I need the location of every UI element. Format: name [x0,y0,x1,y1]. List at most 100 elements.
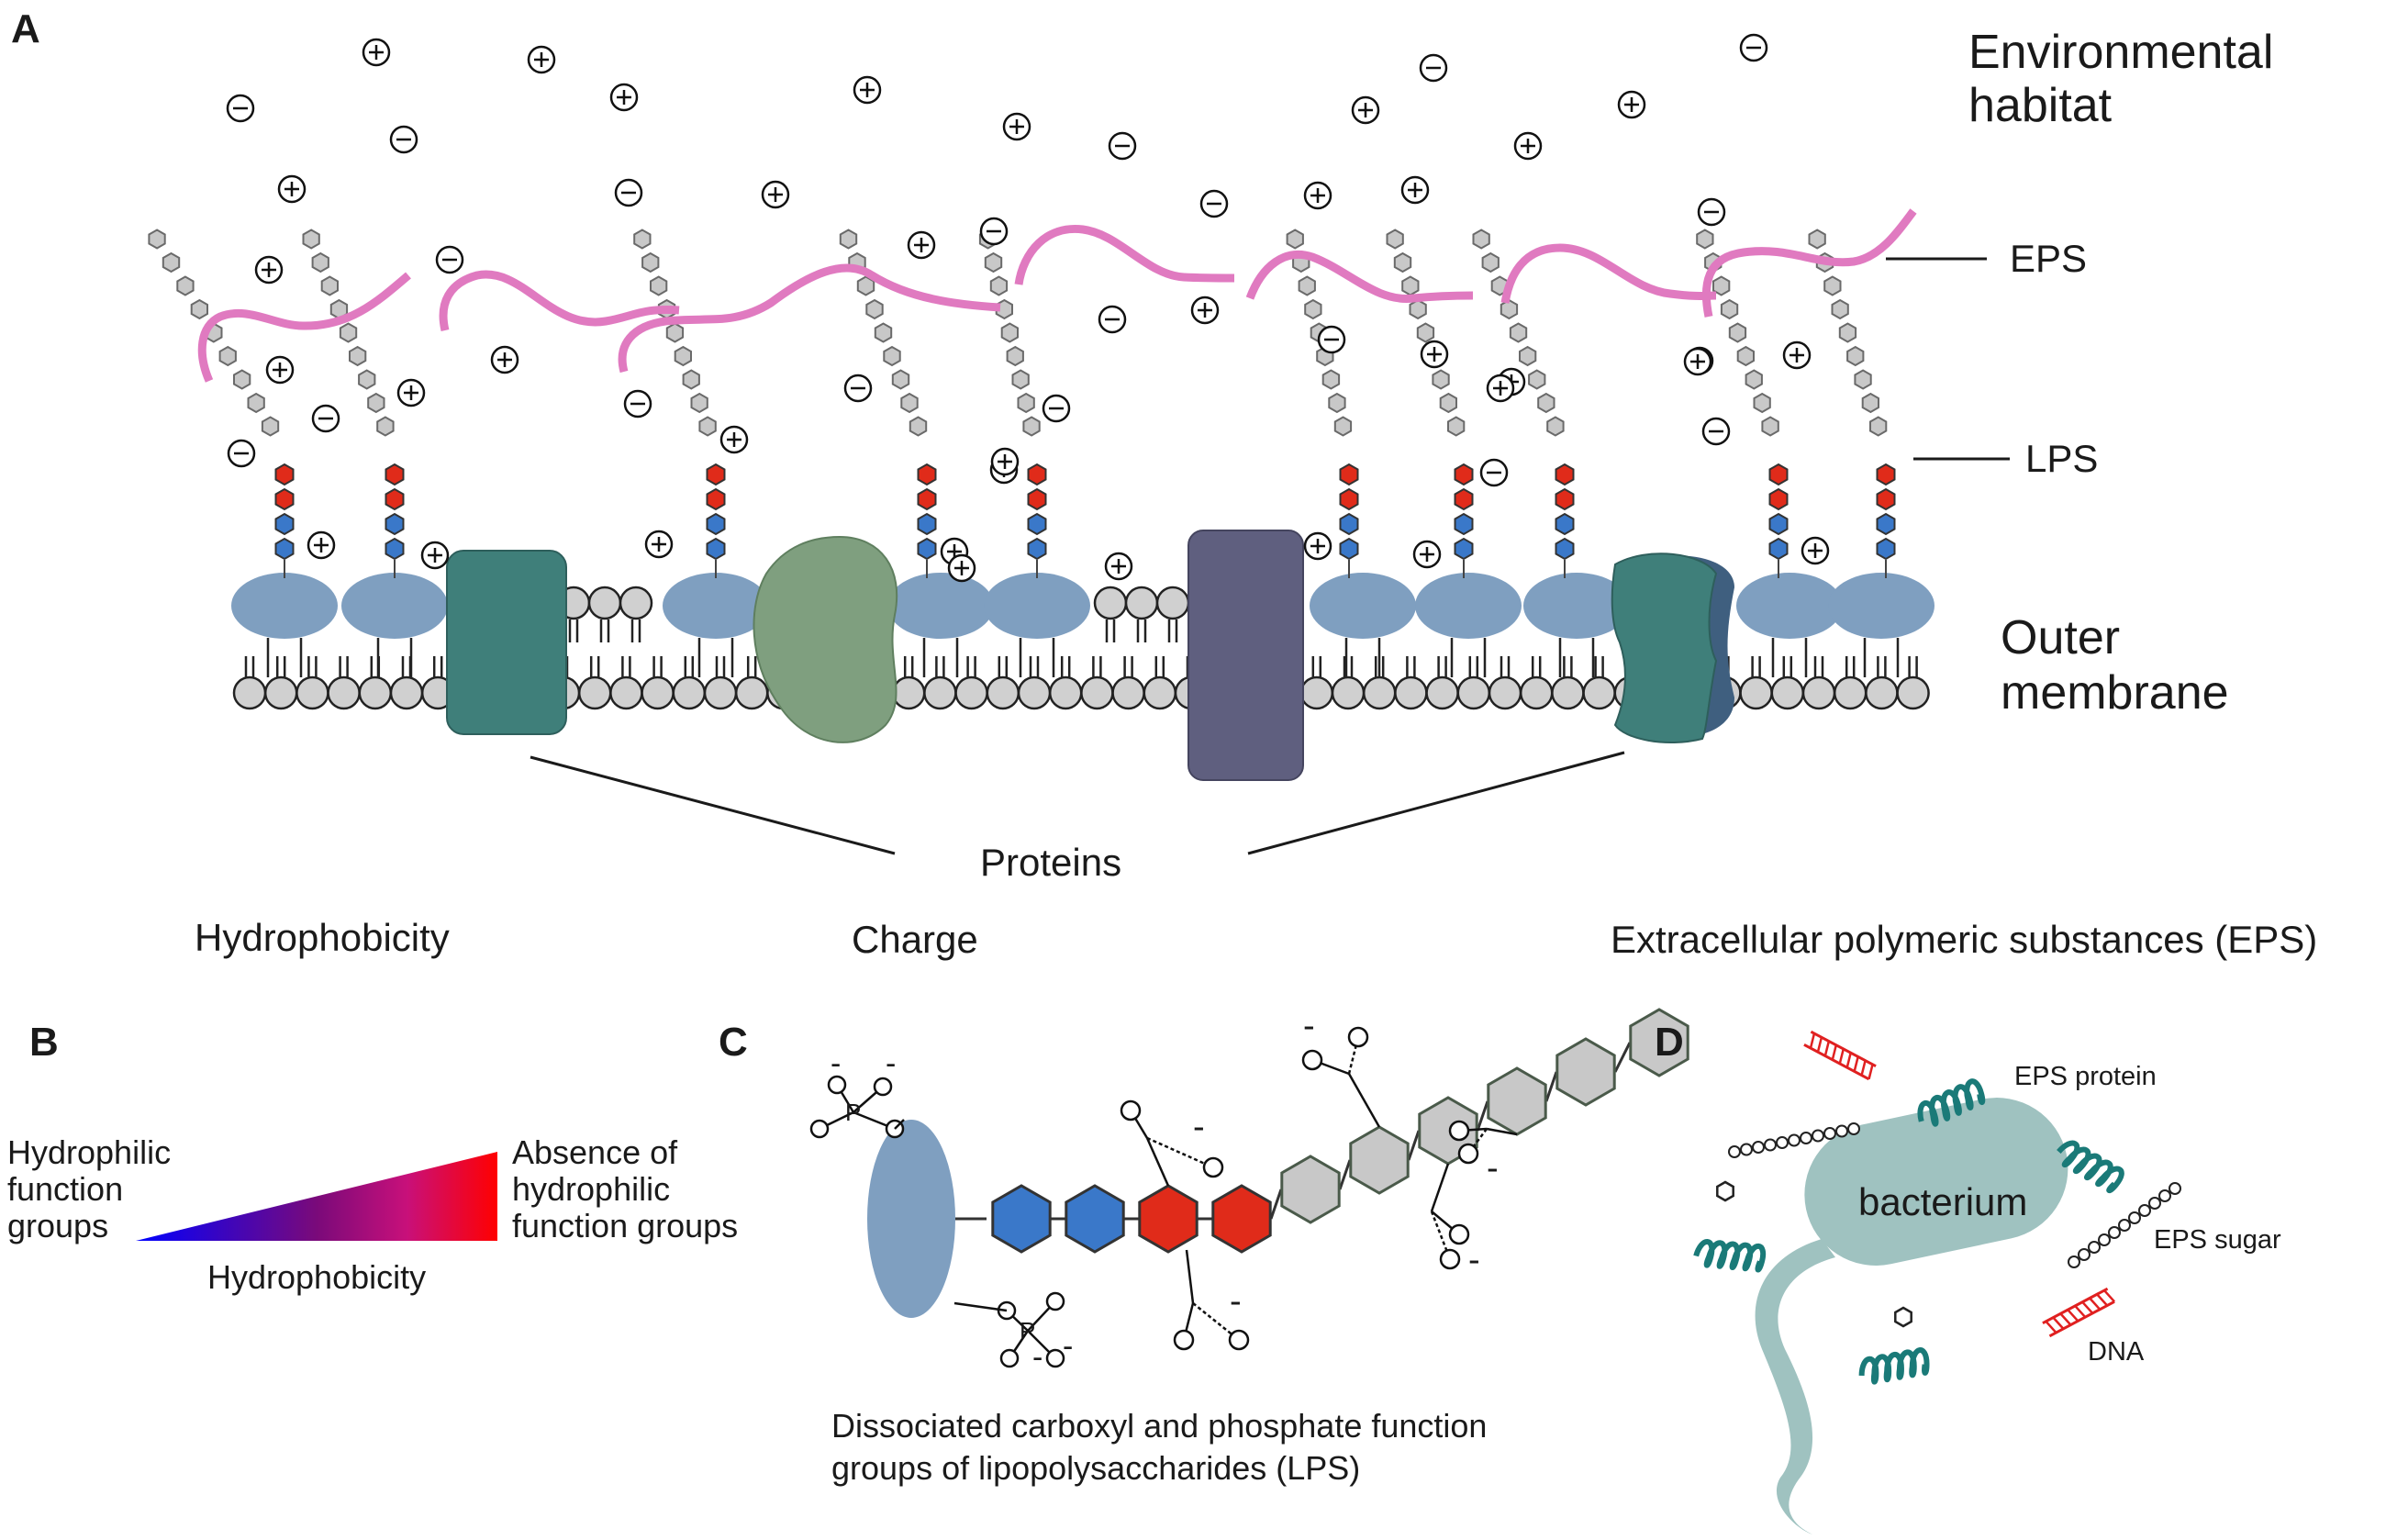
lipid-head [1425,675,1459,710]
eps-protein-coil [1917,1078,1986,1127]
gray-sugar-ring [1439,392,1457,414]
negative-ion [623,389,652,418]
sugar-ring-chain [991,1008,1689,1254]
bond-line [1544,1071,1558,1102]
sugar-bead [2088,1241,2101,1254]
charge-minus: - [831,1046,841,1081]
lipid-head [1048,675,1083,710]
gray-sugar-ring [1333,416,1353,437]
sugar-bead [1800,1132,1812,1144]
gray-sugar-ring [1006,345,1024,367]
positive-ion [1801,536,1830,565]
sugar-hexagon [1716,1180,1734,1202]
negative-ion [311,404,340,433]
gray-sugar-ring [1022,416,1041,437]
oxygen-atom [873,1077,893,1097]
gray-sugar-ring [984,251,1003,273]
gray-sugar-ring [311,251,329,273]
bond-line [1430,1163,1450,1212]
gray-sugar-ring [1321,369,1341,390]
gray-sugar-ring [1500,298,1519,320]
positive-ion [420,541,450,570]
positive-ion [362,38,391,67]
membrane-label-line1: Outer [2001,611,2120,664]
gray-sugar-ring [1328,392,1346,414]
dna-rung [2052,1316,2065,1330]
blue-sugar-ring [917,537,937,561]
blue-sugar-ring [385,537,405,561]
lps-chain [1808,229,1896,578]
sugar-bead [2169,1182,2181,1195]
lipid-head [577,675,612,710]
negative-ion [1317,325,1346,354]
bond-line [1486,1127,1518,1136]
lipid-head [1394,675,1428,710]
lps-core-oval [1415,573,1522,639]
hydrophobicity-gradient-wedge [136,1152,497,1241]
gray-sugar-ring [1831,298,1849,320]
dna-rung [1860,1060,1867,1076]
oxygen-atom [1120,1099,1142,1122]
blue-sugar-ring [1454,537,1474,561]
gray-sugar-ring [682,369,700,390]
lps-chain [839,229,937,578]
oxygen-atom [1347,1026,1369,1048]
red-sugar-ring [385,463,405,486]
blue-sugar-ring [1768,537,1789,561]
lps-label: LPS [2025,437,2098,480]
eps-chain [197,272,411,383]
lipid-head [609,675,643,710]
bond-line [1613,1042,1632,1073]
gray-sugar-ring [376,416,395,437]
eps-chain [618,263,1001,374]
gray-sugar-ring [190,298,208,320]
eps-chain [1701,208,1917,318]
negative-ion [1042,394,1071,423]
red-sugar-ring [1454,487,1474,511]
lipid-head [1739,675,1773,710]
lps-core-oval [984,573,1090,639]
lipid-head [1488,675,1522,710]
positive-ion [1683,347,1712,376]
absence-label-line2: hydrophilic [512,1170,670,1208]
bond-line [953,1301,1008,1312]
gray-sugar-ring [650,275,668,296]
gray-sugar-ring [1537,392,1555,414]
barrel-protein [1611,552,1718,744]
panel-letter-c: C [719,1020,748,1065]
positive-ion [1303,181,1332,210]
coil-path [2057,1140,2124,1194]
blue-sugar-ring [1876,512,1896,536]
gray-sugar-ring [1546,416,1565,437]
gray-sugar-ring [1432,369,1450,390]
oxygen-atom [1202,1156,1224,1178]
lipid-head [1155,586,1190,620]
bacterium-surroundings [1693,1030,2181,1385]
sugar-bead [2078,1248,2091,1261]
porin-protein [446,550,567,735]
lipid-head [1582,675,1616,710]
charge-minus: - [1303,1007,1315,1045]
absence-label-line3: function groups [512,1207,738,1244]
lipid-head [389,675,424,710]
red-sugar-ring [385,487,405,511]
gray-sugar-ring [1393,251,1412,273]
lipid-head [1770,675,1805,710]
positive-ion [1351,95,1380,125]
charge-minus: - [1468,1241,1480,1279]
positive-ion [277,174,307,204]
gray-sugar-ring [1280,1155,1341,1224]
carboxyl-group: - [1430,1163,1480,1279]
lipid-head [1143,675,1177,710]
oxygen-atom [999,1348,1020,1368]
positive-ion [1486,374,1515,403]
lps-caption-line1: Dissociated carboxyl and phosphate funct… [831,1407,1487,1445]
charge-minus: - [1032,1340,1042,1375]
lipid-head [1080,675,1114,710]
carboxyl-group: - [1448,1120,1518,1188]
gray-sugar-ring [367,392,385,414]
blue-sugar-ring [991,1184,1052,1254]
phosphate-group: P-- [809,1046,905,1139]
negative-ion [226,94,255,123]
red-sugar-ring [274,463,295,486]
